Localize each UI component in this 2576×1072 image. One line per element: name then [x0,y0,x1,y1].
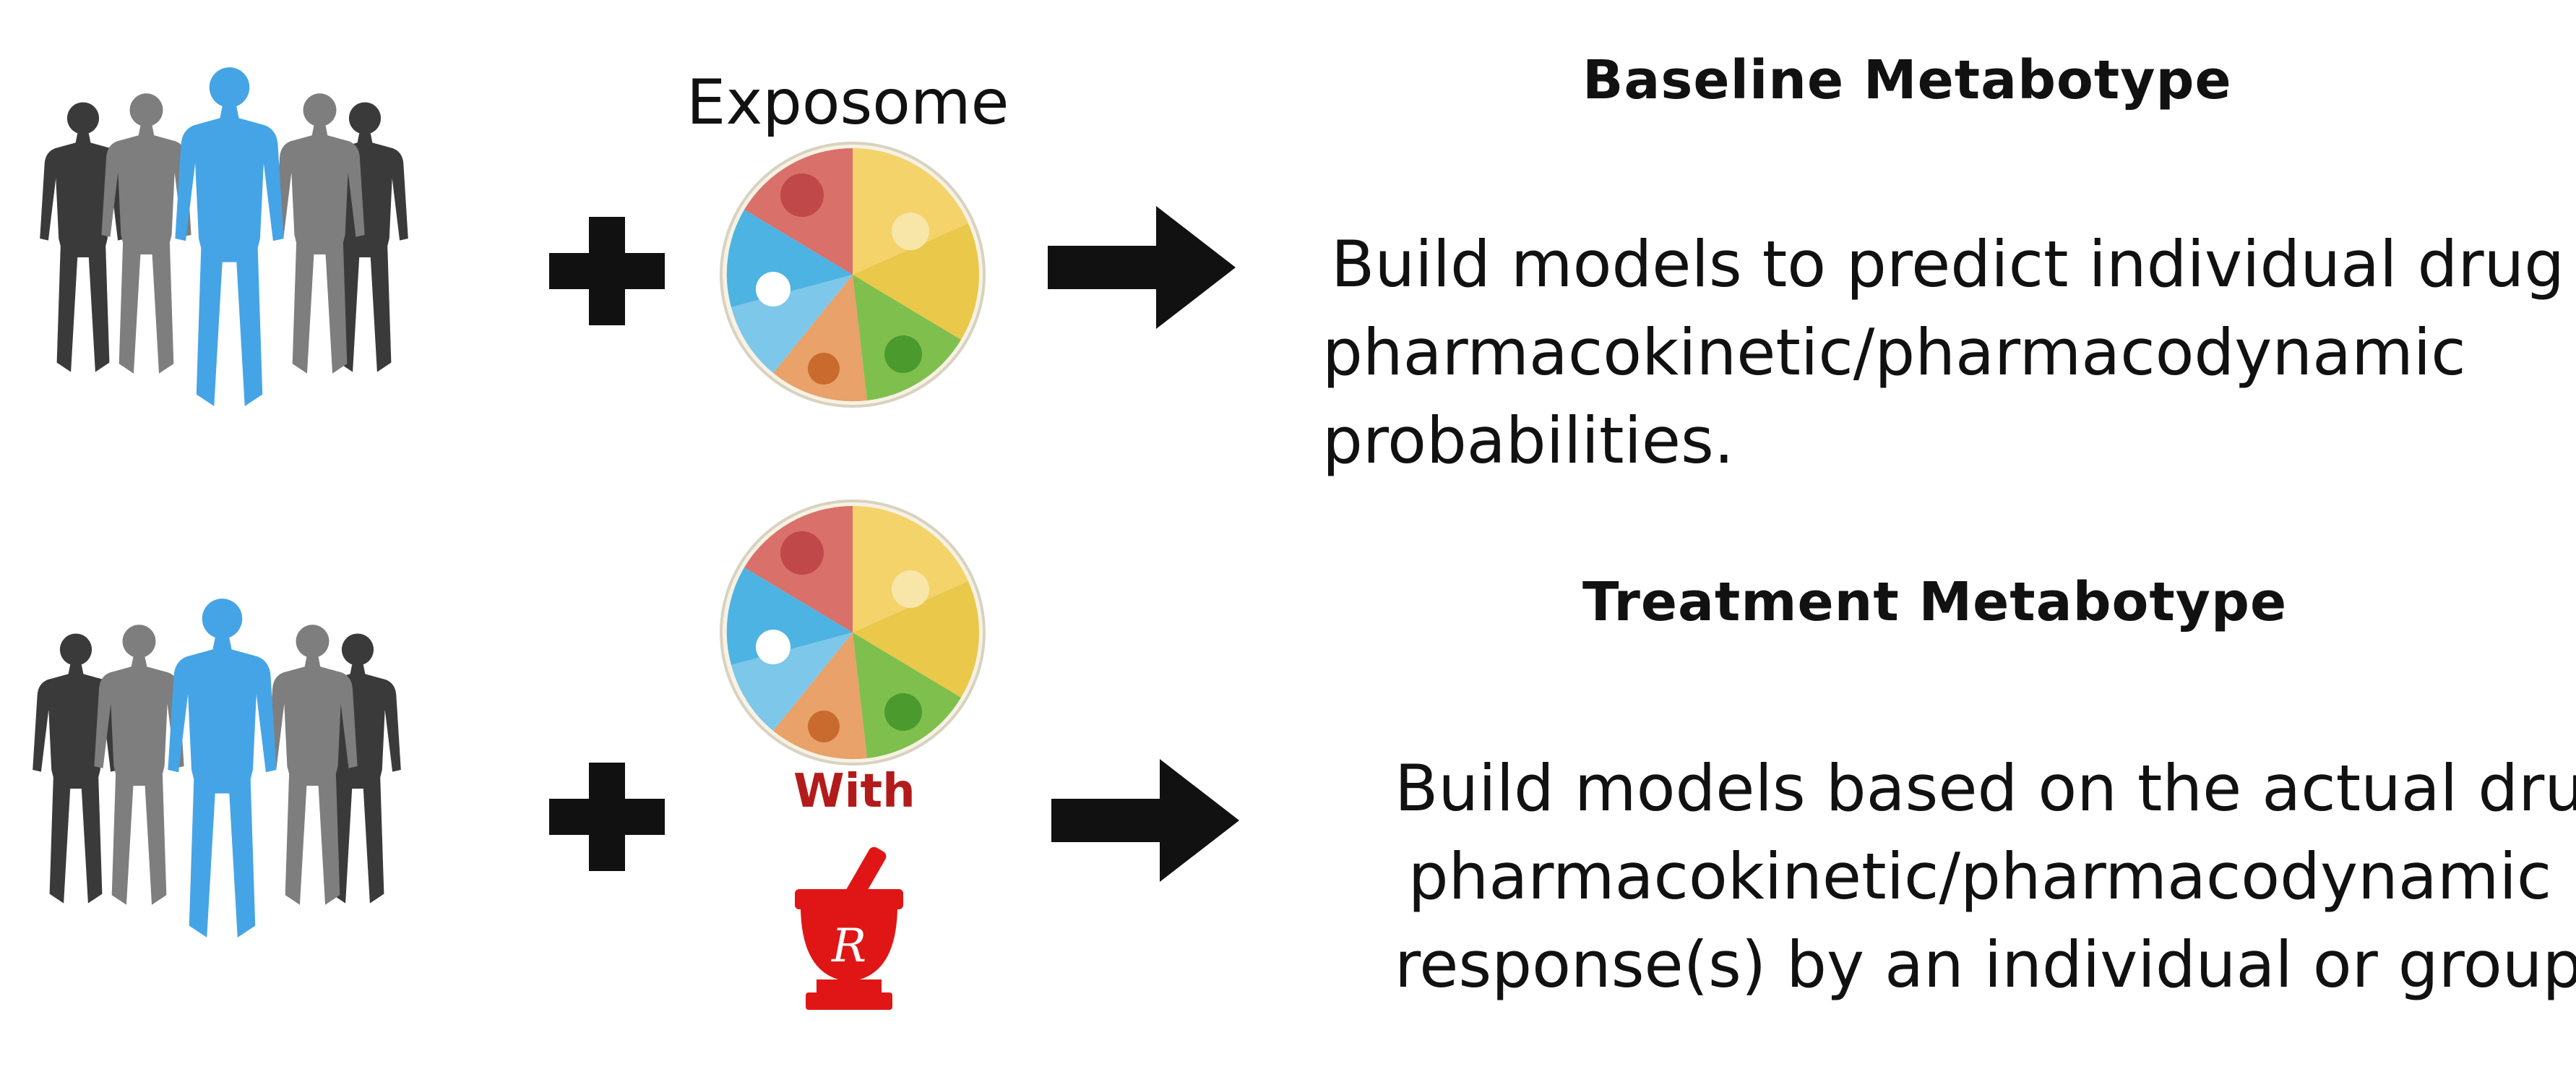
mortar-pestle-rx-icon: R [795,846,903,1010]
description-line: probabilities. [1322,403,1734,478]
highlighted-person [175,67,284,406]
rx-text: R [831,919,866,973]
plus-icon [549,763,665,871]
description-line: response(s) by an individual or group. [1395,927,2576,1002]
row-description: Build models based on the actual drug ph… [1395,745,2576,1009]
person-silhouette [33,633,119,904]
with-label: With [793,765,916,818]
exposome-plate-icon [720,142,986,408]
row-heading: Baseline Metabotype [1582,49,2232,111]
row-description: Build models to predict individual drug … [1322,220,2564,485]
person-silhouette [40,102,126,372]
people-group-icon [33,599,401,938]
description-line: pharmacokinetic/pharmacodynamic [1408,839,2552,914]
right-arrow-icon [1048,206,1236,329]
exposome-label: Exposome [686,67,1009,139]
exposome-plate-icon [720,499,986,766]
right-arrow-icon [1051,759,1239,882]
description-line: Build models based on the actual drug [1395,751,2576,826]
highlighted-person [168,599,277,938]
row-heading: Treatment Metabotype [1582,571,2288,633]
description-line: pharmacokinetic/pharmacodynamic [1322,315,2466,390]
description-line: Build models to predict individual drug [1331,227,2565,301]
plus-icon [549,217,665,325]
people-group-icon [40,67,408,406]
